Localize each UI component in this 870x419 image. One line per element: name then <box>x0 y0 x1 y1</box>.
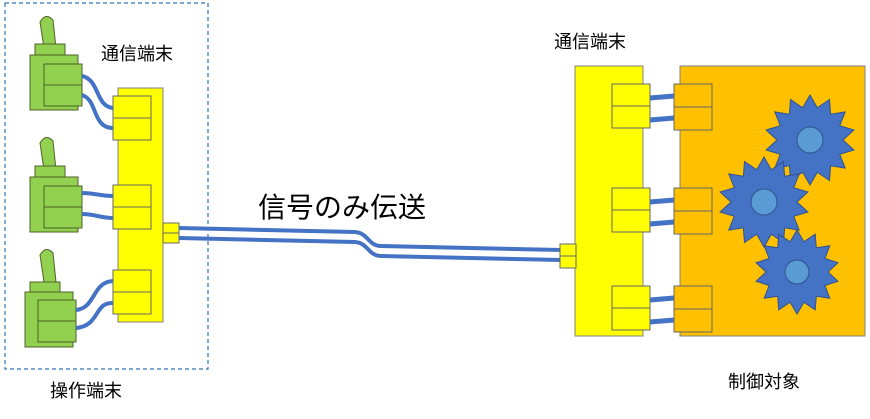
connector-icon <box>112 95 152 141</box>
connector-icon <box>611 83 651 129</box>
target-connectors <box>673 83 713 333</box>
toggle-switch-1 <box>29 16 83 111</box>
connector-icon <box>673 285 713 333</box>
toggle-switch-icon <box>39 249 57 283</box>
switch-cables <box>75 74 114 330</box>
toggle-switch-3 <box>24 249 77 348</box>
gear-icon <box>755 229 839 315</box>
signal-cable <box>178 226 563 262</box>
connector-icon <box>611 187 651 233</box>
operation-terminal-boundary <box>4 2 209 370</box>
comm-terminal-right-label: 通信端末 <box>554 32 626 53</box>
connector-icon <box>162 222 180 244</box>
comm-terminal-left-label: 通信端末 <box>101 44 173 65</box>
toggle-switch-icon <box>39 137 57 171</box>
connector-icon <box>673 187 713 235</box>
control-target-label: 制御対象 <box>728 372 800 393</box>
toggle-switch-icon <box>39 16 57 49</box>
connector-icon <box>112 269 152 315</box>
toggle-switch-2 <box>29 137 83 233</box>
signal-only-label: 信号のみ伝送 <box>258 191 427 224</box>
gear-icon <box>719 155 809 249</box>
target-cables <box>649 93 675 325</box>
right-module-connectors <box>559 83 651 331</box>
connector-icon <box>673 83 713 131</box>
connector-icon <box>611 285 651 331</box>
left-module-connectors <box>112 95 180 315</box>
gear-icon <box>765 93 855 187</box>
connector-icon <box>112 184 152 230</box>
connector-icon <box>559 243 577 269</box>
operation-terminal-label: 操作端末 <box>50 381 122 402</box>
